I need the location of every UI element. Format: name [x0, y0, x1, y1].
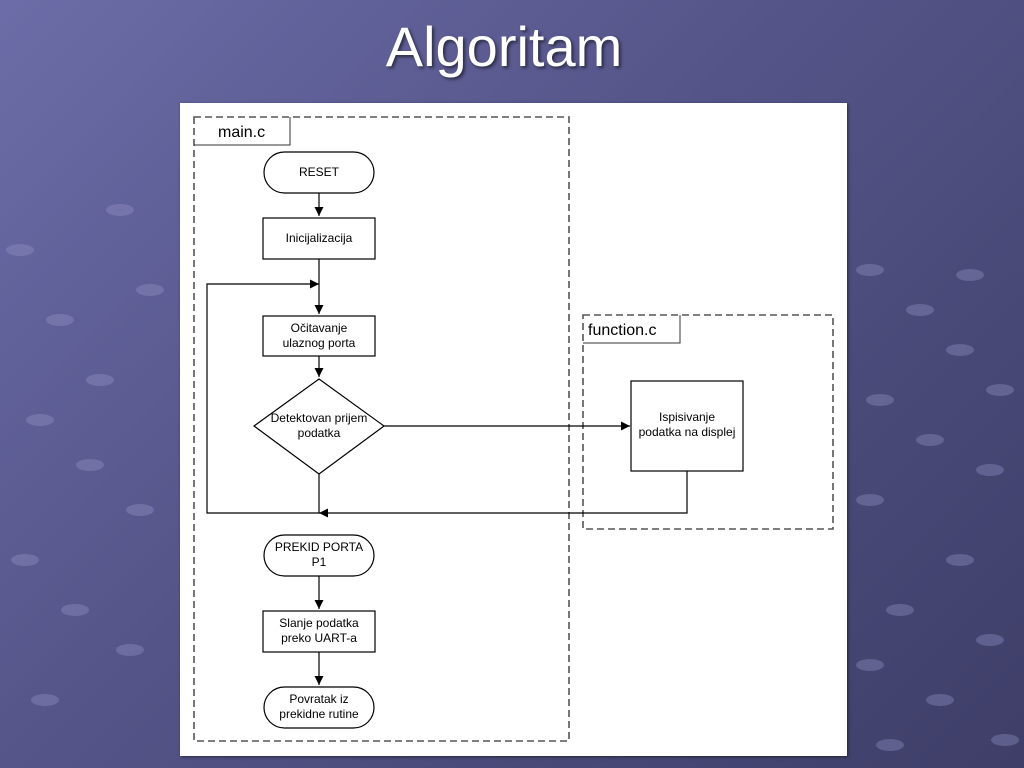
node-interrupt-line1: PREKID PORTA [275, 540, 363, 554]
node-return: Povratak iz prekidne rutine [263, 686, 375, 729]
container-main-c-label: main.c [218, 124, 265, 141]
node-display: Ispisivanje podatka na displej [630, 380, 744, 472]
container-function-c: function.c [582, 314, 834, 530]
node-reset-text: RESET [299, 165, 340, 179]
node-send-uart: Slanje podatka preko UART-a [262, 610, 376, 653]
container-function-c-label: function.c [588, 322, 656, 339]
node-send-uart-line2: preko UART-a [281, 631, 357, 645]
node-init-text: Inicijalizacija [286, 231, 353, 245]
node-interrupt-line2: P1 [312, 555, 327, 569]
node-reset: RESET [263, 151, 375, 194]
node-decision: Detektovan prijem podatka [252, 378, 386, 475]
node-display-line2: podatka na displej [639, 425, 736, 439]
container-main-c: main.c [193, 116, 570, 742]
flowchart-panel: main.c function.c RESET Inicijaliz [180, 103, 847, 756]
node-interrupt: PREKID PORTA P1 [263, 534, 375, 577]
node-read-port-line1: Očitavanje [291, 321, 348, 335]
flowchart-svg: main.c function.c RESET Inicijaliz [193, 116, 834, 742]
node-read-port-line2: ulaznog porta [283, 336, 356, 350]
node-read-port: Očitavanje ulaznog porta [262, 315, 376, 357]
slide-title: Algoritam [385, 15, 623, 78]
node-decision-line1: Detektovan prijem [271, 411, 368, 425]
node-display-line1: Ispisivanje [659, 410, 715, 424]
node-return-line2: prekidne rutine [279, 707, 359, 721]
flowchart-connectors [206, 193, 688, 685]
node-init: Inicijalizacija [262, 217, 376, 260]
edge-display-return [319, 471, 688, 518]
node-send-uart-line1: Slanje podatka [279, 616, 359, 630]
node-decision-line2: podatka [298, 426, 341, 440]
node-return-line1: Povratak iz [289, 692, 348, 706]
edge-loop-back [206, 279, 320, 514]
